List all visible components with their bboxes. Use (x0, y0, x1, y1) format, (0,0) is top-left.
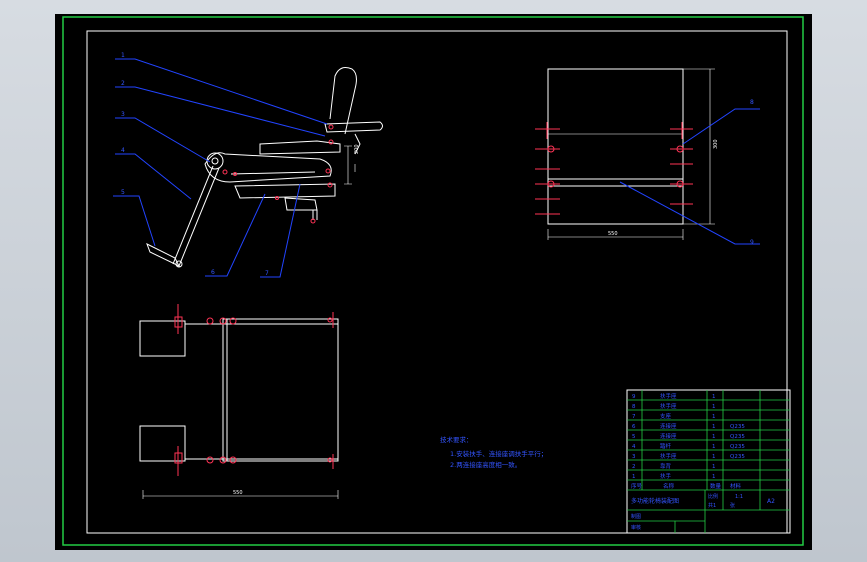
pivot-circle (206, 152, 224, 170)
seat-upper (259, 140, 341, 155)
front-frame (547, 68, 684, 225)
part-qty: 1 (712, 444, 716, 450)
part-qty: 1 (712, 394, 716, 400)
callout-4: 4 (121, 147, 125, 154)
top-view-marks (174, 304, 334, 476)
top-view-armpad-lower (139, 425, 186, 462)
part-no: 9 (632, 394, 636, 400)
part-name: 靠背 (660, 462, 672, 470)
part-no: 8 (632, 404, 636, 410)
part-no: 4 (632, 444, 636, 450)
sheet-size: A2 (767, 498, 775, 505)
dim-front-height: 300 (713, 139, 719, 149)
backrest-shape (329, 67, 357, 135)
top-view (139, 318, 339, 499)
part-no: 2 (632, 464, 636, 470)
outer-frame (62, 16, 804, 546)
drawing-scale: 1:1 (735, 494, 743, 500)
front-view-callouts: 8 9 (750, 99, 754, 246)
part-qty: 1 (712, 464, 716, 470)
part-name: 扶手座 (660, 392, 677, 400)
title-extra-2: 共1 (708, 502, 716, 509)
callout-3: 3 (121, 111, 125, 118)
side-view (146, 67, 383, 268)
part-name: 扶手 (660, 472, 672, 480)
part-no: 5 (632, 434, 636, 440)
part-name: 踏杆 (660, 442, 672, 450)
foot-pedal (146, 242, 181, 268)
drawing-sheet: 200 1 2 3 4 5 6 7 550 300 (55, 14, 812, 550)
part-qty: 1 (712, 474, 716, 480)
sign-row-1: 制图 (631, 513, 641, 520)
callout-8: 8 (750, 99, 754, 106)
part-qty: 1 (712, 414, 716, 420)
drawing-title: 多功能轮椅装配图 (631, 497, 679, 505)
part-qty: 1 (712, 424, 716, 430)
parts-list-rows: 9 扶手座 1 8 扶手座 1 7 支座 1 6 连接座 1 Q235 5 连接… (631, 392, 745, 490)
armrest-shape (324, 121, 383, 133)
callout-9: 9 (750, 239, 754, 246)
drawing-canvas: 200 1 2 3 4 5 6 7 550 300 (62, 16, 804, 546)
header-material: 材料 (730, 482, 742, 490)
part-no: 6 (632, 424, 636, 430)
top-view-armpad-upper (139, 320, 186, 357)
callout-5: 5 (121, 189, 125, 196)
callout-1: 1 (121, 52, 125, 59)
part-material: Q235 (730, 424, 745, 430)
part-material: Q235 (730, 434, 745, 440)
callout-6: 6 (211, 269, 215, 276)
part-name: 扶手座 (660, 402, 677, 410)
part-material: Q235 (730, 454, 745, 460)
part-name: 扶手座 (660, 452, 677, 460)
title-block: 9 扶手座 1 8 扶手座 1 7 支座 1 6 连接座 1 Q235 5 连接… (626, 389, 791, 534)
front-view-marks (535, 122, 693, 215)
part-name: 支座 (660, 412, 672, 420)
parts-list-grid (627, 390, 790, 533)
lever-arm (172, 165, 214, 265)
title-extra-3: 张 (730, 502, 735, 509)
part-no: 1 (632, 474, 636, 480)
sign-row-2: 审核 (631, 524, 641, 531)
header-name: 名称 (663, 482, 675, 490)
callout-2: 2 (121, 80, 125, 87)
front-view-leaders (619, 108, 760, 245)
part-no: 3 (632, 454, 636, 460)
technical-notes: 技术要求： 1.安装扶手、连接座调扶手平行； 2.两连接座高度相一致。 (440, 435, 547, 469)
dim-front-width: 550 (608, 231, 618, 237)
inner-frame (86, 30, 788, 534)
notes-line-1: 1.安装扶手、连接座调扶手平行； (450, 449, 547, 458)
front-view (547, 68, 715, 240)
title-block-fields: 多功能轮椅装配图 比例 1:1 共1 张 A2 制图 审核 (631, 493, 775, 531)
header-qty: 数量 (710, 482, 722, 490)
header-no: 序号 (631, 482, 643, 490)
part-name: 连接座 (660, 432, 677, 440)
title-block-frame (626, 389, 791, 534)
part-qty: 1 (712, 434, 716, 440)
callout-7: 7 (265, 270, 269, 277)
title-extra-1: 比例 (708, 493, 718, 500)
seat-frame (204, 152, 332, 183)
side-view-callouts: 1 2 3 4 5 6 7 (121, 52, 269, 277)
part-no: 7 (632, 414, 636, 420)
part-qty: 1 (712, 404, 716, 410)
top-view-seat (222, 318, 339, 462)
seat-base (234, 183, 336, 199)
notes-line-2: 2.两连接座高度相一致。 (450, 460, 521, 469)
notes-heading: 技术要求： (440, 435, 473, 444)
part-name: 连接座 (660, 422, 677, 430)
side-view-leaders (113, 58, 328, 278)
dim-base-width: 550 (233, 490, 243, 496)
side-view-marks (222, 124, 334, 224)
part-material: Q235 (730, 444, 745, 450)
part-qty: 1 (712, 454, 716, 460)
dim-side-height: 200 (354, 144, 360, 154)
